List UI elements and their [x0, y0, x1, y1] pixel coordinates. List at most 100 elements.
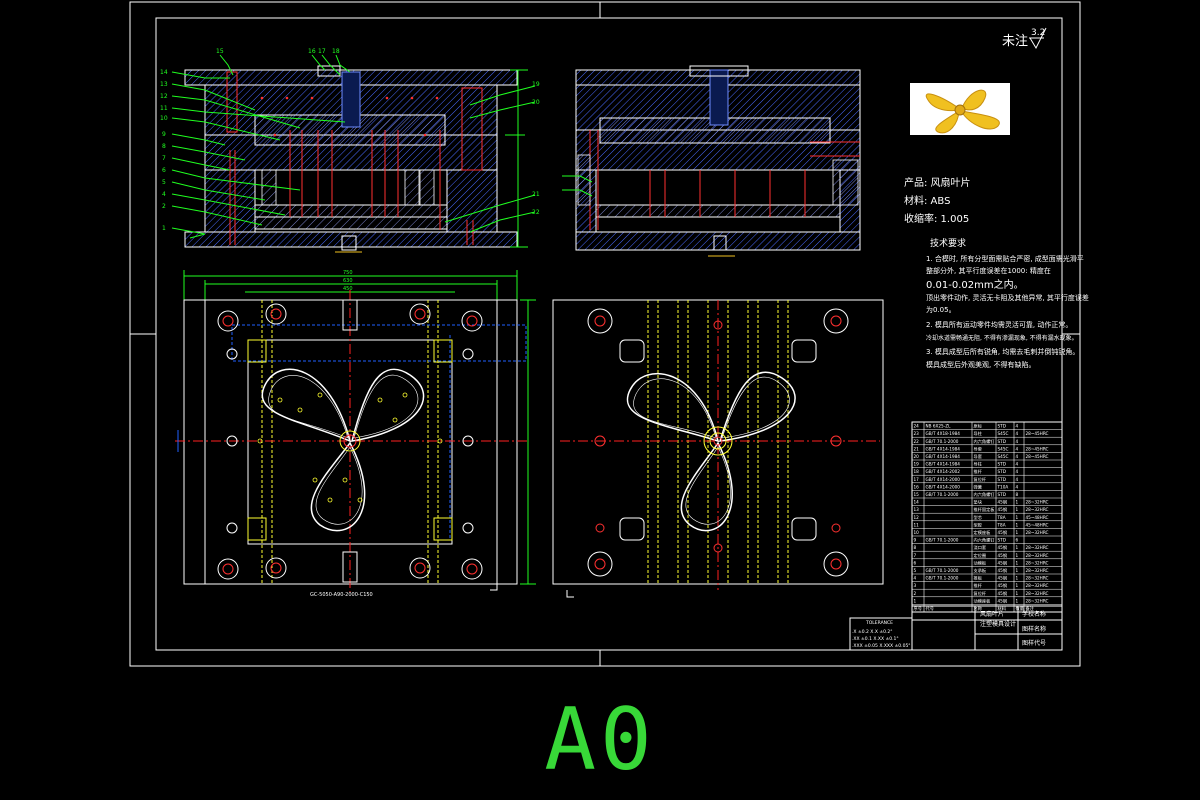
bom-cell: 11: [914, 522, 920, 527]
bom-cell: 内六角螺钉: [974, 491, 996, 498]
bom-cell: T8A: [997, 515, 1006, 520]
bom-cell: 1: [1016, 507, 1019, 512]
bom-cell: 1: [1016, 598, 1019, 603]
bom-cell: 推杆: [974, 582, 983, 589]
svg-text:11: 11: [160, 105, 168, 112]
bom-cell: 1: [1016, 515, 1019, 520]
bom-cell: 浇口套: [974, 544, 987, 551]
svg-text:19: 19: [532, 81, 540, 88]
bom-cell: 1: [1016, 576, 1019, 581]
bom-cell: 型腔: [974, 521, 982, 528]
product-image: [910, 83, 1010, 135]
bom-cell: 动模板: [974, 559, 987, 566]
front-view-callouts: 14 13 12 11 10 9 8 7 6 5 4 2 1 15 16 17 …: [160, 48, 540, 232]
bom-cell: 定位圈: [974, 552, 987, 559]
bom-cell: 45~48HRC: [1026, 515, 1049, 520]
bom-cell: 1: [1016, 553, 1019, 558]
svg-text:6: 6: [162, 167, 166, 174]
bom-cell: 9: [914, 538, 917, 543]
bom-cell: 原标: [974, 423, 982, 430]
bom-header-cell: 数量: [1016, 605, 1024, 612]
bom-cell: 支承板: [974, 567, 987, 574]
bom-cell: GB/T 70.1-2000: [926, 439, 959, 444]
dim-total-width: 750: [343, 270, 353, 276]
bom-cell: GB/T 4X14-1984: [926, 454, 961, 459]
bom-cell: 17: [914, 477, 920, 482]
bom-header-cell: 序号: [914, 605, 922, 612]
bom-header-cell: 材料: [998, 605, 1007, 612]
roughness-value: 3.2: [1031, 28, 1045, 38]
bom-cell: 4: [914, 576, 917, 581]
bom-cell: 内六角螺钉: [974, 438, 996, 445]
bom-cell: 导套: [974, 445, 983, 452]
bom-cell: 4: [1016, 431, 1019, 436]
bom-cell: 28~32HRC: [1026, 560, 1049, 565]
bom-cell: 4: [1016, 462, 1019, 467]
bom-cell: 内六角螺钉: [974, 537, 996, 544]
bom-cell: GB/T 70.1-2000: [926, 568, 959, 573]
bom-cell: 8: [914, 545, 917, 550]
bom-cell: STD: [998, 477, 1006, 482]
bom-cell: 1: [914, 598, 917, 603]
bom-frame: [911, 421, 1063, 613]
bom-cell: 4: [1016, 446, 1019, 451]
dim-inner-width: 630: [343, 278, 353, 284]
svg-text:10: 10: [160, 115, 168, 122]
svg-text:4: 4: [162, 191, 166, 198]
mold-base-code: GC-5050-A90-2000-C150: [310, 592, 373, 598]
bom-cell: GB/T 70.1-2000: [926, 576, 959, 581]
bom-cell: 14: [914, 500, 920, 505]
svg-text:8: 8: [162, 143, 166, 150]
product-name: 产品: 风扇叶片: [904, 176, 971, 189]
svg-text:16: 16: [308, 48, 316, 55]
bom-cell: 复位杆: [974, 590, 987, 597]
bom-cell: 复位杆: [974, 476, 987, 483]
bom-cell: 45钢: [998, 575, 1008, 582]
bom-cell: STD: [998, 424, 1006, 429]
title-project: 风扇叶片: [980, 610, 1004, 618]
roughness-label: 未注: [1002, 34, 1028, 49]
bom-cell: 弹簧: [974, 483, 982, 490]
bom-cell: 28~32HRC: [1026, 500, 1049, 505]
bom-cell: GB/T 70.1-2000: [926, 538, 959, 543]
bom-cell: 2: [914, 591, 917, 596]
bom-cell: 13: [914, 507, 920, 512]
bom-cell: GB/T 4X14-1984: [926, 462, 961, 467]
bom-cell: 型芯: [974, 514, 982, 520]
bom-cell: 1: [1016, 530, 1019, 535]
bom-cell: GB/T 4X18-1984: [926, 431, 961, 436]
bom-cell: 28~45HRC: [1026, 431, 1049, 436]
bom-cell: 导柱: [974, 430, 983, 437]
tolerance-line: .X ±0.2 X.X ±0.2°: [852, 629, 893, 635]
svg-text:17: 17: [318, 48, 326, 55]
bom-cell: 45钢: [998, 499, 1008, 506]
bom-cell: T8A: [997, 522, 1006, 527]
product-material: 材料: ABS: [904, 194, 950, 207]
bom-cell: 动模座板: [974, 597, 992, 604]
bom-cell: 45钢: [998, 559, 1008, 566]
bom-cell: 28~32HRC: [1026, 545, 1049, 550]
bom-cell: 导套: [974, 453, 983, 460]
svg-text:22: 22: [532, 209, 540, 216]
tech-line: 顶出零件动作, 灵活无卡阻及其他异常, 其平行度误差: [926, 293, 1089, 302]
bom-cell: 20: [914, 454, 920, 459]
bom-cell: 1: [1016, 560, 1019, 565]
svg-text:13: 13: [160, 81, 168, 88]
bom-header-cell: 备注: [1026, 605, 1035, 612]
svg-text:21: 21: [532, 191, 540, 198]
product-info: 产品: 风扇叶片 材料: ABS 收缩率: 1.005: [904, 176, 971, 225]
tech-line: 0.01-0.02mm之内。: [926, 278, 1024, 291]
bom-cell: 28~32HRC: [1026, 576, 1049, 581]
title-block: 风扇叶片 注塑模具设计 学校名称 图样名称 图样代号 TOLERANCE .X …: [849, 605, 1063, 651]
bom-cell: 推杆: [974, 468, 983, 475]
bom-cell: 45钢: [998, 590, 1008, 597]
bom-cell: 22: [914, 439, 920, 444]
bom-cell: 6: [1016, 538, 1019, 543]
bom-cell: STD: [998, 439, 1006, 444]
bom-cell: 导柱: [974, 461, 983, 468]
bom-cell: 1: [1016, 583, 1019, 588]
bom-cell: S45C: [998, 454, 1009, 459]
bom-cell: 4: [1016, 424, 1019, 429]
bom-cell: 5: [914, 568, 917, 573]
tech-title: 技术要求: [930, 237, 966, 249]
